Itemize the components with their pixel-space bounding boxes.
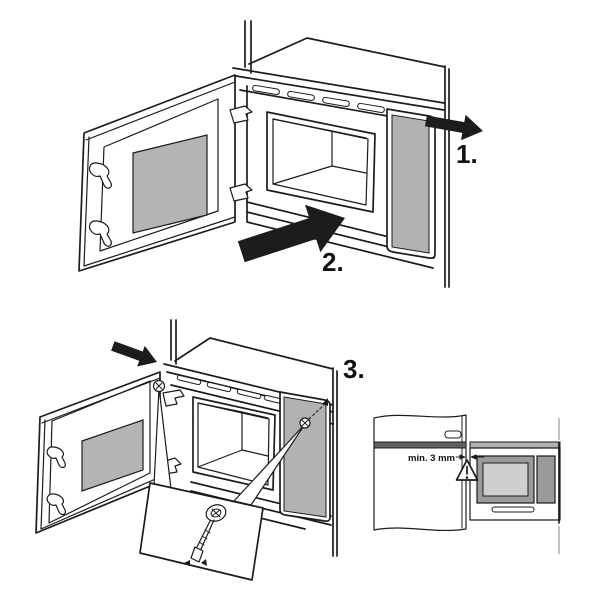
body-top-edge <box>232 67 445 104</box>
cabinet-niche <box>170 319 338 557</box>
figure-clearance-detail: min. 3 mm <box>373 414 561 554</box>
cabinet-niche <box>244 20 450 288</box>
microwave-door-open <box>78 74 253 272</box>
panel-screw-right <box>299 398 328 429</box>
vent-slots <box>252 84 385 114</box>
side-trim-panel <box>279 391 331 523</box>
cavity-ceiling-edge <box>197 402 243 413</box>
door-bottom-thickness <box>40 476 161 530</box>
microwave-door-open <box>35 371 182 534</box>
cavity-back-bottom <box>331 165 367 174</box>
door-latch-hook <box>88 162 112 189</box>
cavity-opening <box>197 402 270 486</box>
phillips-cross <box>155 382 163 390</box>
push-direction-arrow-icon <box>237 204 345 263</box>
vent-slot <box>252 84 280 96</box>
microwave-front-view <box>469 418 561 554</box>
cavity-interior <box>272 118 367 185</box>
cabinet-top-interior-edge <box>248 37 446 68</box>
figure-step-1-2: 1. 2. <box>78 20 483 288</box>
shelf-edge-dark <box>373 441 467 449</box>
push-direction-arrow-icon <box>111 341 157 367</box>
cavity-ceiling-edge <box>272 118 333 132</box>
pull-direction-arrow-icon <box>425 114 483 141</box>
step-3-label: 3. <box>343 354 365 384</box>
door-top-thickness <box>85 81 236 141</box>
door-hinge <box>229 105 253 124</box>
vent-slot <box>206 381 232 393</box>
screw-guide-line <box>308 403 326 420</box>
warning-triangle-icon <box>455 459 479 481</box>
vent-slot <box>236 388 262 400</box>
control-panel <box>536 455 556 504</box>
door-latch-hook <box>46 493 66 516</box>
vent-slot <box>322 96 350 108</box>
screw-head-recess <box>210 508 222 518</box>
door-inner-frame <box>99 98 219 252</box>
door-latch-hook <box>46 446 66 469</box>
callout-panel <box>139 482 264 581</box>
adjacent-cabinet <box>373 414 467 532</box>
handle-slot <box>491 506 535 513</box>
cavity-interior <box>197 402 269 468</box>
figure-step-3: 3. <box>35 319 365 581</box>
screw-threads <box>198 529 211 546</box>
cavity-back-top <box>241 411 269 419</box>
door-left-thickness <box>40 419 46 530</box>
rotation-arrow-icon <box>184 560 190 566</box>
dimension-arrow-right-icon <box>470 454 477 460</box>
door-window <box>81 419 144 492</box>
vent-slot <box>176 374 202 386</box>
step-2-label: 2. <box>322 247 344 277</box>
screw-callout <box>139 387 306 581</box>
phillips-cross <box>211 508 221 518</box>
door-bottom-thickness <box>83 216 236 267</box>
door-window <box>482 462 529 497</box>
cavity-back-bottom <box>241 449 269 457</box>
vent-slot <box>287 90 315 102</box>
hinge-bracket <box>162 389 185 407</box>
frame-screw-top-left <box>152 379 185 407</box>
trim-panel-face <box>391 114 430 254</box>
cabinet-top-interior-edge <box>174 337 334 370</box>
gap-dimension: min. 3 mm <box>408 453 485 464</box>
driver-bit <box>190 546 204 563</box>
dimension-arrow-left-icon <box>459 454 466 460</box>
cavity-floor-edge <box>197 449 243 468</box>
door-window <box>132 134 208 234</box>
rotation-arrow-icon <box>201 559 207 566</box>
screw-hole-mark <box>322 398 328 406</box>
vent-strip-top <box>235 75 445 111</box>
screw-and-screwdriver <box>184 504 227 566</box>
door-hinge <box>229 183 253 202</box>
cavity-back-top <box>331 130 367 139</box>
phillips-cross <box>301 419 309 427</box>
door-latch-hook <box>88 220 112 247</box>
exclamation-dot <box>465 476 469 479</box>
side-trim-panel <box>386 108 436 260</box>
niche-top-edge <box>469 441 561 449</box>
door-inner-frame <box>48 380 151 524</box>
step-1-label: 1. <box>456 139 478 169</box>
door-left-thickness <box>83 136 90 267</box>
min-gap-label: min. 3 mm <box>408 453 455 464</box>
trim-panel-face <box>283 396 327 518</box>
cabinet-handle <box>444 430 462 439</box>
vent-slot <box>357 102 385 114</box>
cavity-floor-edge <box>272 165 333 185</box>
